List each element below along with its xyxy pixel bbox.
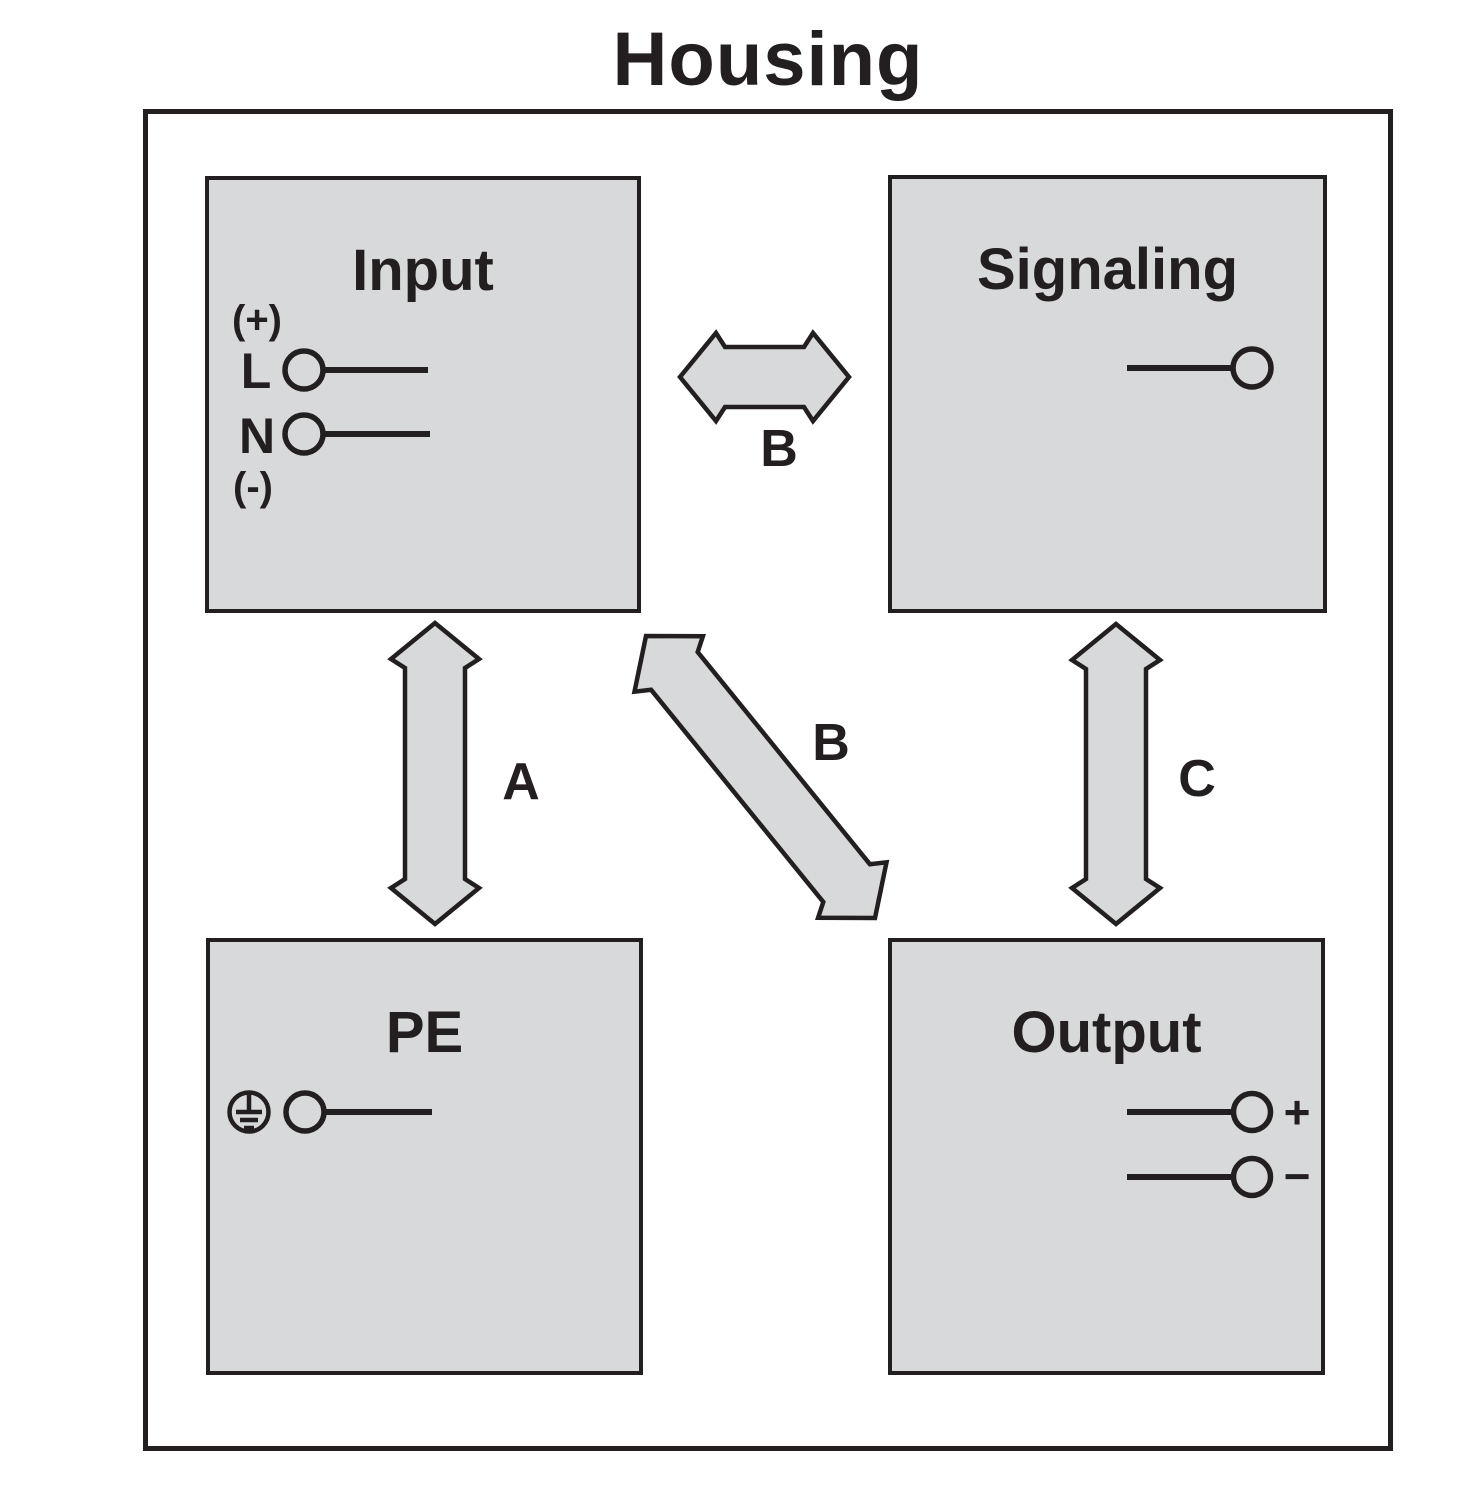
output-box: Output [888, 938, 1325, 1375]
input-plus-label: (+) [232, 298, 282, 342]
input-line-label: L [240, 343, 272, 399]
arrow-b-diagonal-label: B [812, 714, 850, 772]
input-minus-label: (-) [233, 465, 273, 509]
arrow-b-top-label: B [760, 420, 798, 478]
arrow-a-label: A [502, 753, 540, 811]
output-box-title: Output [1011, 1000, 1202, 1065]
input-box: Input [205, 176, 641, 613]
input-box-title: Input [352, 238, 494, 303]
output-minus-label: − [1283, 1150, 1311, 1202]
pe-box-title: PE [385, 1000, 464, 1065]
signaling-box-title: Signaling [977, 237, 1238, 302]
signaling-box: Signaling [888, 175, 1327, 613]
arrow-c-label: C [1178, 750, 1216, 808]
pe-box: PE [206, 938, 643, 1375]
diagram-title: Housing [612, 17, 924, 102]
input-neutral-label: N [238, 408, 276, 464]
output-plus-label: + [1283, 1086, 1311, 1138]
